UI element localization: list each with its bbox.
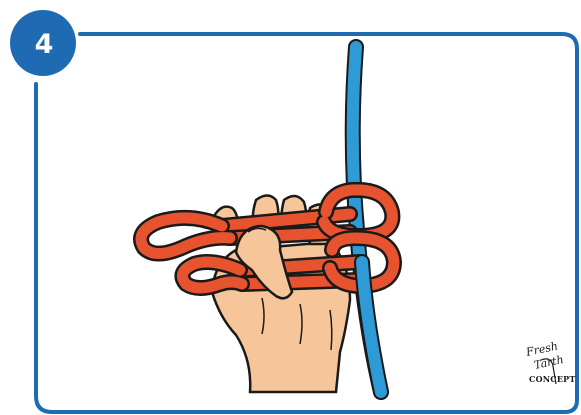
brand-logo: Fresh Tarth CONCEPT <box>524 340 576 384</box>
step-number: 4 <box>35 29 54 60</box>
logo-line-3: CONCEPT <box>529 374 575 384</box>
step-badge: 4 <box>10 10 76 76</box>
